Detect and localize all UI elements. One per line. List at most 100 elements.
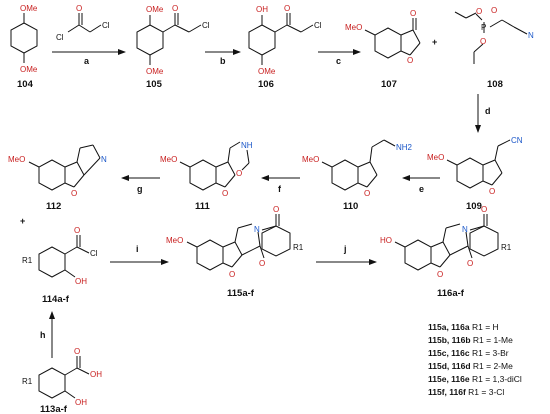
step-e: e	[419, 184, 424, 194]
ome-label: OMe	[146, 67, 164, 76]
cl-label: Cl	[202, 21, 210, 30]
plus-sign: +	[432, 37, 437, 47]
oh-label: OH	[90, 370, 102, 379]
nh-label: NH	[241, 141, 253, 150]
o-label: O	[489, 187, 495, 196]
legend-row: 115a, 116a R1 = H	[428, 322, 499, 332]
r1-label: R1	[501, 243, 512, 252]
cl-label: Cl	[56, 33, 64, 42]
r1-label: R1	[293, 243, 304, 252]
step-j: j	[343, 244, 347, 254]
o-label: O	[364, 189, 370, 198]
ome-label: OMe	[258, 67, 276, 76]
cl-label: Cl	[90, 249, 98, 258]
n-label: N	[528, 31, 534, 40]
o-label: O	[229, 270, 235, 279]
o-label: O	[437, 270, 443, 279]
legend-substituent: R1 = 2-Me	[473, 361, 513, 371]
legend-substituent: R1 = 3-Cl	[468, 387, 504, 397]
label-115: 115a-f	[227, 288, 255, 299]
o-label: O	[222, 189, 228, 198]
meo-label: MeO	[166, 236, 183, 245]
compound-114: O Cl OH R1 114a-f	[22, 226, 98, 305]
meo-label: MeO	[302, 155, 319, 164]
compound-106: OH OMe O Cl 106	[248, 4, 322, 90]
step-a: a	[84, 56, 90, 66]
legend-substituent: R1 = 1,3-diCl	[472, 374, 522, 384]
legend-compounds: 115c, 116c	[428, 348, 472, 358]
cn-label: CN	[511, 136, 523, 145]
o-label: O	[71, 189, 77, 198]
o-label: O	[407, 56, 413, 65]
o-label: O	[76, 4, 82, 13]
compound-109: MeO CN O 109	[427, 136, 523, 212]
legend-row: 115d, 116d R1 = 2-Me	[428, 361, 513, 371]
legend-substituent: R1 = 3-Br	[472, 348, 509, 358]
legend-substituent: R1 = 1-Me	[473, 335, 513, 345]
compound-110: MeO NH2 O 110	[302, 139, 413, 212]
label-114: 114a-f	[42, 294, 70, 305]
o-label: O	[410, 9, 416, 18]
legend-compounds: 115d, 116d	[428, 361, 473, 371]
compound-105: OMe OMe O Cl 105	[136, 4, 210, 90]
meo-label: MeO	[8, 155, 25, 164]
label-116: 116a-f	[437, 288, 465, 299]
legend-row: 115e, 116e R1 = 1,3-diCl	[428, 374, 522, 384]
n-label: N	[462, 225, 468, 234]
label-104: 104	[17, 79, 34, 90]
legend-row: 115b, 116b R1 = 1-Me	[428, 335, 513, 345]
legend-substituent: R1 = H	[472, 322, 499, 332]
label-113: 113a-f	[40, 404, 68, 414]
oh-label: OH	[75, 277, 87, 286]
n-label: N	[254, 225, 260, 234]
o-label: O	[74, 226, 80, 235]
plus-sign: +	[20, 216, 25, 226]
ome-label: OMe	[146, 5, 164, 14]
label-112: 112	[46, 201, 61, 212]
o-label: O	[476, 7, 482, 16]
label-111: 111	[195, 201, 211, 212]
compound-104: OMe OMe 104	[10, 4, 38, 90]
reagent-chloroacetyl-chloride: O Cl Cl	[56, 4, 110, 42]
ome-label: OMe	[20, 4, 38, 13]
label-107: 107	[381, 79, 397, 90]
o-label: O	[273, 205, 279, 214]
legend-compounds: 115f, 116f	[428, 387, 468, 397]
p-label: P	[481, 23, 486, 32]
o-label: O	[284, 4, 290, 13]
step-b: b	[220, 56, 226, 66]
step-h: h	[40, 330, 46, 340]
meo-label: MeO	[427, 153, 444, 162]
nh2-label: NH2	[396, 143, 413, 152]
label-108: 108	[487, 79, 503, 90]
o-label: O	[172, 4, 178, 13]
step-c: c	[336, 56, 341, 66]
legend-compounds: 115a, 116a	[428, 322, 472, 332]
oh-label: OH	[256, 5, 268, 14]
compound-112: MeO N O 112	[8, 144, 107, 212]
o-label: O	[491, 6, 497, 15]
meo-label: MeO	[160, 155, 177, 164]
step-d: d	[485, 106, 491, 116]
step-i: i	[136, 244, 139, 254]
ome-label: OMe	[20, 65, 38, 74]
cl-label: Cl	[314, 21, 322, 30]
meo-label: MeO	[345, 23, 362, 32]
compound-115: MeO N O O O R1 115a-f	[166, 205, 304, 299]
legend-compounds: 115e, 116e	[428, 374, 472, 384]
legend-compounds: 115b, 116b	[428, 335, 473, 345]
o-label: O	[481, 205, 487, 214]
compound-113: O OH OH R1 113a-f	[22, 347, 102, 414]
compound-116: HO N O O O R1 116a-f	[380, 205, 512, 299]
o-label: O	[74, 347, 80, 356]
step-f: f	[278, 184, 282, 194]
step-g: g	[137, 184, 143, 194]
compound-111: MeO NH O O 111	[160, 141, 253, 212]
label-109: 109	[466, 201, 482, 212]
ho-label: HO	[380, 236, 392, 245]
legend-row: 115f, 116f R1 = 3-Cl	[428, 387, 504, 397]
o-label: O	[236, 169, 242, 178]
r1-label: R1	[22, 377, 33, 386]
legend-row: 115c, 116c R1 = 3-Br	[428, 348, 509, 358]
